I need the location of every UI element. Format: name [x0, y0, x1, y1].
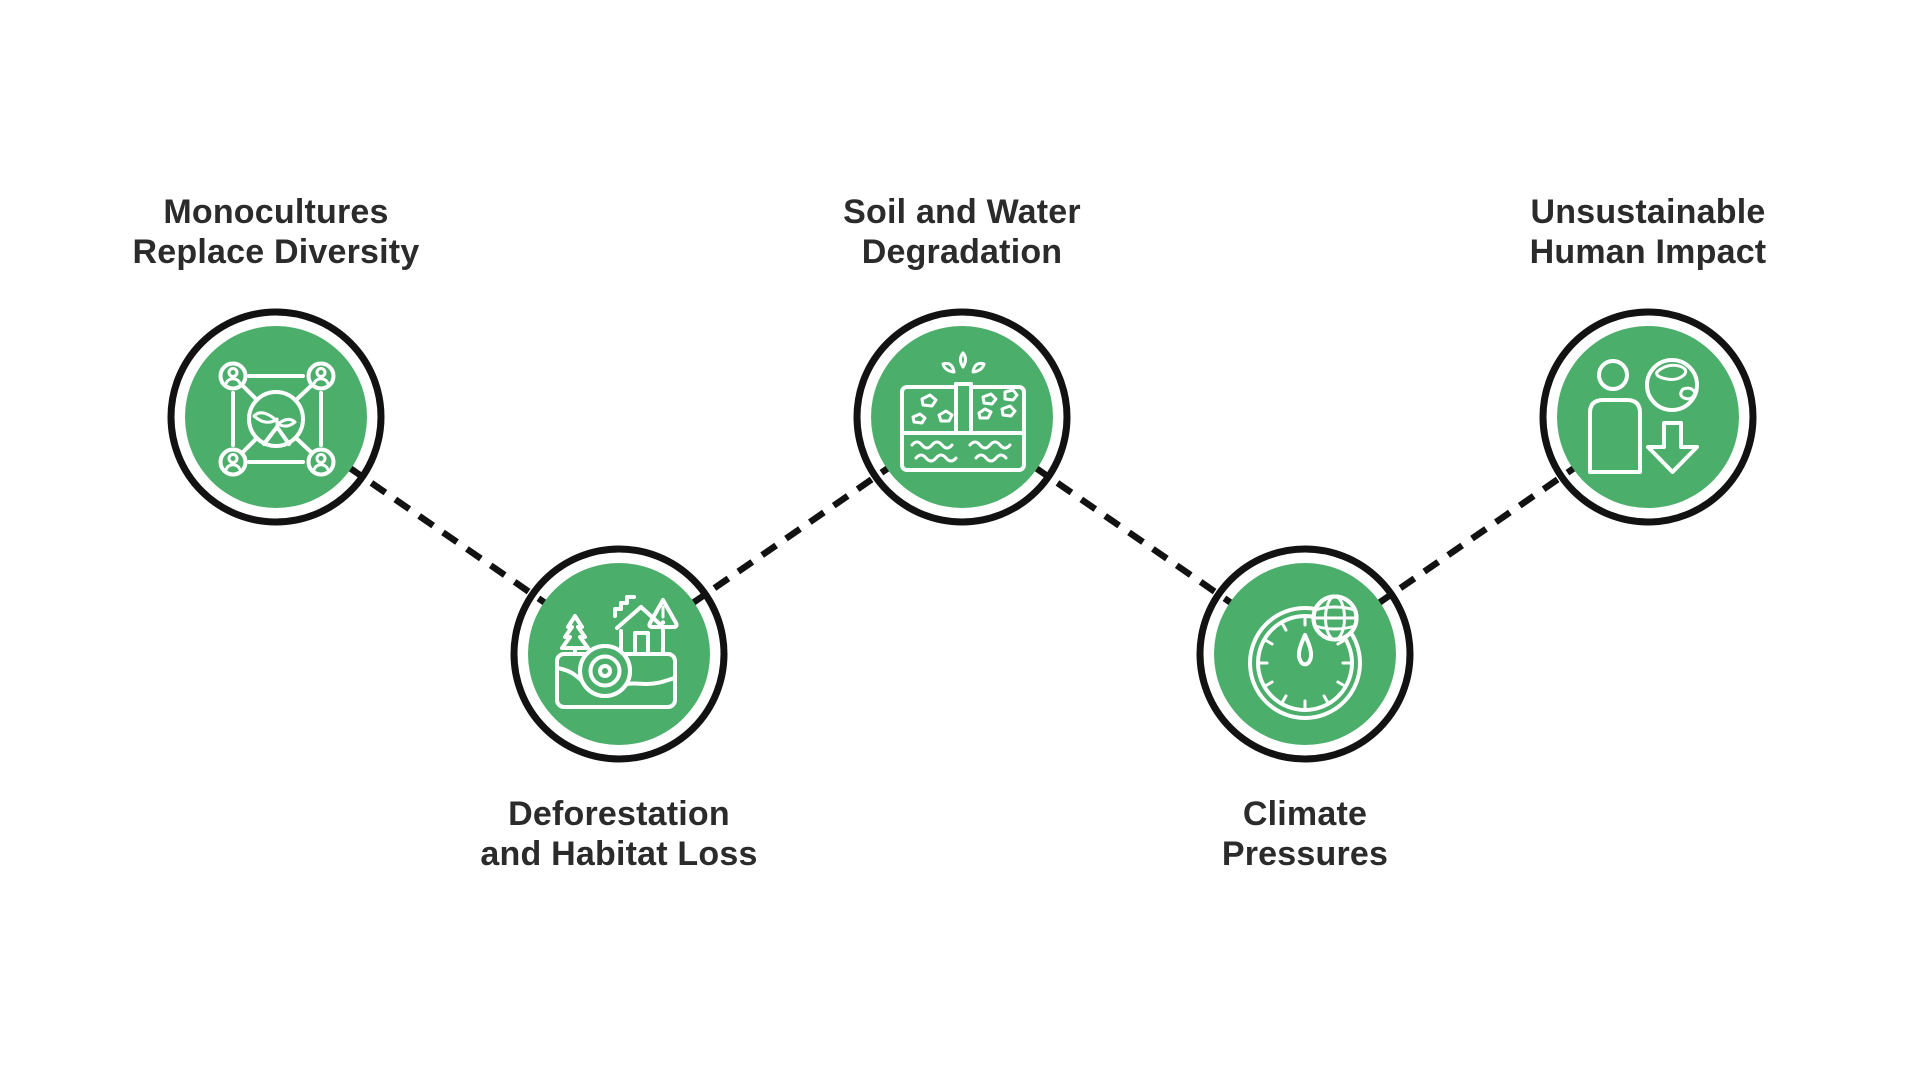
- soil-water-degradation-icon: [900, 351, 1026, 472]
- label-line: Pressures: [1221, 835, 1389, 873]
- node-human-impact: [1539, 308, 1757, 526]
- climate-gauge-icon: [1248, 594, 1362, 720]
- node-soil-water: [853, 308, 1071, 526]
- label-line: Human Impact: [1529, 233, 1767, 271]
- node-monocultures: [167, 308, 385, 526]
- label-soil-water: Soil and Water Degradation: [722, 192, 1202, 272]
- node-outline-ring: [1196, 545, 1414, 763]
- human-impact-icon: [1588, 358, 1699, 474]
- label-line: Unsustainable: [1530, 193, 1766, 231]
- label-line: Degradation: [861, 233, 1063, 271]
- node-outline-ring: [1539, 308, 1757, 526]
- label-climate: Climate Pressures: [1065, 794, 1545, 874]
- node-outline-ring: [167, 308, 385, 526]
- label-human-impact: Unsustainable Human Impact: [1408, 192, 1888, 272]
- label-deforestation: Deforestation and Habitat Loss: [379, 794, 859, 874]
- label-line: Replace Diversity: [132, 233, 420, 271]
- node-disc: [1557, 326, 1739, 508]
- label-line: Monocultures: [163, 193, 389, 231]
- node-climate: [1196, 545, 1414, 763]
- label-line: Climate: [1242, 795, 1368, 833]
- node-disc: [185, 326, 367, 508]
- diversity-network-icon: [218, 361, 336, 477]
- earth-icon: [1645, 358, 1699, 412]
- label-monocultures: Monocultures Replace Diversity: [36, 192, 516, 272]
- label-line: Deforestation: [508, 795, 730, 833]
- label-line: and Habitat Loss: [480, 835, 758, 873]
- label-line: Soil and Water: [843, 193, 1081, 231]
- gauge-ticks: [1258, 616, 1352, 710]
- globe-overlay: [1311, 594, 1359, 642]
- node-outline-ring: [510, 545, 728, 763]
- deforestation-icon: [555, 595, 679, 709]
- node-deforestation: [510, 545, 728, 763]
- node-outline-ring: [853, 308, 1071, 526]
